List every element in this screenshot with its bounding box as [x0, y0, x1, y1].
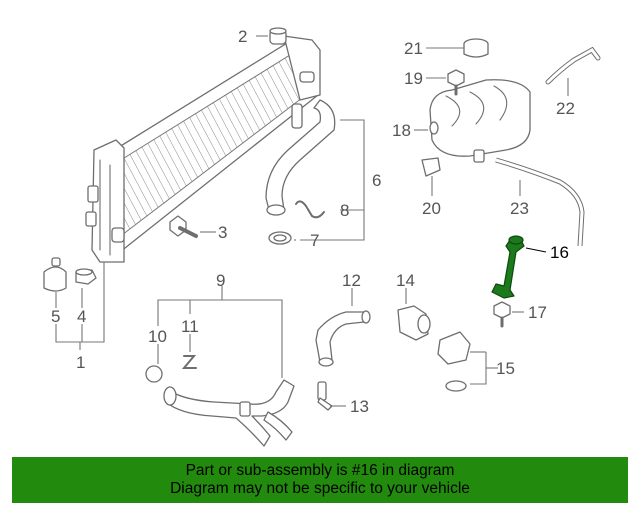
- callout-8[interactable]: 8: [340, 201, 349, 220]
- leader-lines: [55, 35, 569, 407]
- callout-labels: 1 2 3 4 5 6 7 8 9 10 11 12 13 14 15 16 1…: [51, 27, 575, 416]
- part-3-bolt[interactable]: [169, 215, 198, 238]
- part-16-highlighted-tube[interactable]: [491, 235, 525, 299]
- part-7-oring[interactable]: [268, 231, 292, 245]
- parts-diagram: 1 2 3 4 5 6 7 8 9 10 11 12 13 14 15 16 1…: [43, 27, 601, 447]
- callout-23[interactable]: 23: [510, 199, 529, 218]
- part-5-insulator[interactable]: [43, 257, 67, 292]
- callout-15[interactable]: 15: [496, 359, 515, 378]
- callout-10[interactable]: 10: [148, 327, 167, 346]
- part-4-mount[interactable]: [75, 268, 97, 285]
- part-11-clip[interactable]: [181, 355, 197, 369]
- part-22-hose[interactable]: [545, 46, 601, 85]
- part-15-outlet[interactable]: [437, 331, 471, 392]
- part-9-lower-hose[interactable]: [163, 379, 295, 447]
- banner-line-part-number: Part or sub-assembly is #16 in diagram: [185, 462, 455, 479]
- part-23-hose[interactable]: [495, 157, 585, 247]
- part-14-thermostat-housing[interactable]: [397, 305, 431, 341]
- info-banner: Part or sub-assembly is #16 in diagram D…: [12, 457, 628, 503]
- callout-4[interactable]: 4: [77, 307, 86, 326]
- callout-22[interactable]: 22: [556, 99, 575, 118]
- part-12-bypass-hose[interactable]: [315, 310, 371, 367]
- callout-12[interactable]: 12: [342, 271, 361, 290]
- part-10-oring[interactable]: [145, 365, 163, 383]
- callout-14[interactable]: 14: [396, 271, 415, 290]
- part-17-bolt[interactable]: [493, 301, 511, 328]
- radiator[interactable]: [85, 35, 321, 263]
- callout-18[interactable]: 18: [392, 121, 411, 140]
- callout-17[interactable]: 17: [528, 303, 547, 322]
- callout-9[interactable]: 9: [216, 271, 225, 290]
- callout-6[interactable]: 6: [372, 171, 381, 190]
- callout-11[interactable]: 11: [181, 317, 199, 336]
- banner-line-disclaimer: Diagram may not be specific to your vehi…: [170, 480, 470, 497]
- part-18-reservoir[interactable]: [429, 79, 531, 163]
- part-8-clamp[interactable]: [295, 200, 325, 219]
- callout-19[interactable]: 19: [404, 69, 423, 88]
- callout-21[interactable]: 21: [404, 39, 423, 58]
- part-19-bolt[interactable]: [447, 69, 465, 96]
- part-6-upper-hose[interactable]: [265, 99, 336, 216]
- callout-3[interactable]: 3: [218, 223, 227, 242]
- part-20-bracket[interactable]: [421, 157, 441, 177]
- part-13-fitting[interactable]: [317, 381, 333, 411]
- callout-7[interactable]: 7: [310, 231, 319, 250]
- callout-13[interactable]: 13: [350, 397, 369, 416]
- callout-2[interactable]: 2: [238, 27, 247, 46]
- callout-16[interactable]: 16: [550, 243, 569, 262]
- callout-1[interactable]: 1: [76, 353, 85, 372]
- callout-5[interactable]: 5: [51, 307, 60, 326]
- part-2-bushing[interactable]: [269, 27, 287, 45]
- callout-20[interactable]: 20: [422, 199, 441, 218]
- part-21-cap[interactable]: [463, 38, 489, 58]
